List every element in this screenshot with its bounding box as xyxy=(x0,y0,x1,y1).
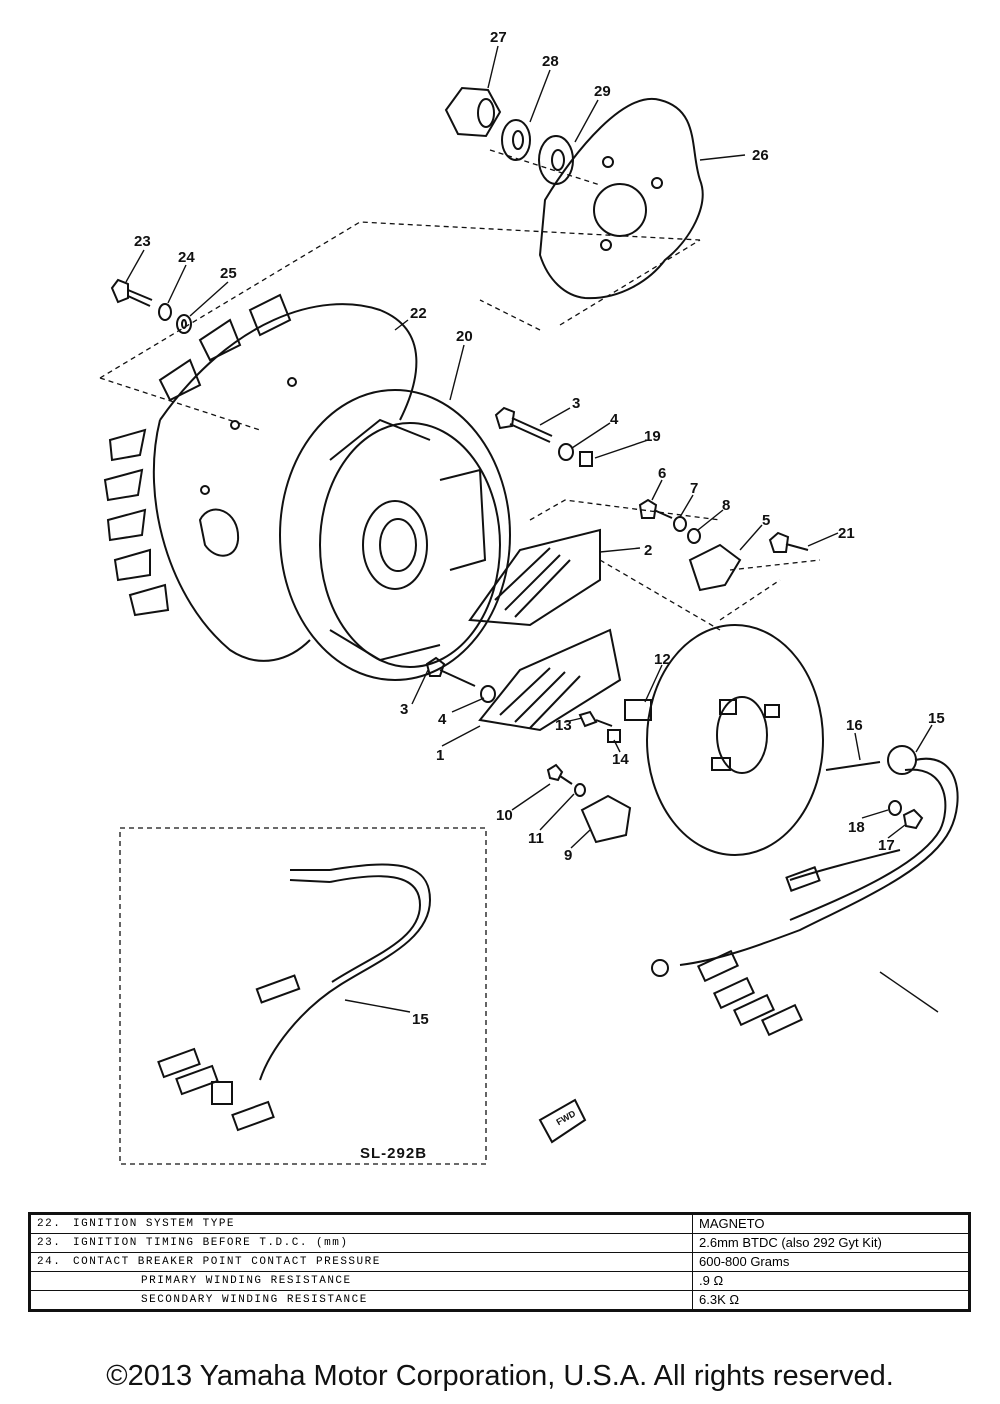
callout-10: 10 xyxy=(496,807,513,824)
copyright-notice: ©2013 Yamaha Motor Corporation, U.S.A. A… xyxy=(106,1360,894,1392)
spec-value: MAGNETO xyxy=(692,1213,970,1234)
inset-label: SL-292B xyxy=(360,1145,427,1162)
washer-29 xyxy=(538,135,574,185)
rotor-20 xyxy=(279,389,511,681)
clamp-14 xyxy=(607,729,621,743)
fan-flywheel-22 xyxy=(103,293,418,662)
callout-2: 2 xyxy=(644,542,652,559)
screw-3-lower xyxy=(425,656,476,687)
callout-5: 5 xyxy=(762,512,770,529)
spec-row: PRIMARY WINDING RESISTANCE .9 Ω xyxy=(29,1271,970,1291)
contact-breaker-5 xyxy=(688,543,742,592)
assembly-guide-lines xyxy=(99,149,821,631)
spec-label: IGNITION SYSTEM TYPE xyxy=(73,1218,236,1230)
bolt-23 xyxy=(110,278,153,307)
washer-7 xyxy=(673,516,687,532)
washer-8 xyxy=(687,528,701,544)
spec-row: SECONDARY WINDING RESISTANCE 6.3K Ω xyxy=(29,1290,970,1311)
washer-24 xyxy=(158,303,172,321)
callout-15-inset: 15 xyxy=(412,1011,429,1028)
callout-16: 16 xyxy=(846,717,863,734)
screw-13 xyxy=(578,710,613,728)
callout-25: 25 xyxy=(220,265,237,282)
callout-20: 20 xyxy=(456,328,473,345)
callout-28: 28 xyxy=(542,53,559,70)
callout-8: 8 xyxy=(722,497,730,514)
terminal-12 xyxy=(624,699,652,721)
stator-plate xyxy=(646,624,824,856)
callout-11: 11 xyxy=(528,830,544,847)
washer-25 xyxy=(176,314,192,334)
spec-label: SECONDARY WINDING RESISTANCE xyxy=(141,1294,368,1306)
spec-number: 22. xyxy=(37,1218,62,1230)
leader-lines xyxy=(125,45,939,1013)
forward-label: FWD xyxy=(555,1108,578,1127)
callout-15-main: 15 xyxy=(928,710,945,727)
callout-23: 23 xyxy=(134,233,151,250)
callout-6: 6 xyxy=(658,465,666,482)
callout-18: 18 xyxy=(848,819,865,836)
callout-7: 7 xyxy=(690,480,698,497)
callout-4-upper: 4 xyxy=(610,411,619,428)
nut-19 xyxy=(579,451,593,467)
spec-label: PRIMARY WINDING RESISTANCE xyxy=(141,1275,352,1287)
callout-24: 24 xyxy=(178,249,195,266)
spec-value: 600-800 Grams xyxy=(692,1252,970,1272)
callout-9: 9 xyxy=(564,847,572,864)
spec-number: 24. xyxy=(37,1256,62,1268)
callout-22: 22 xyxy=(410,305,427,322)
washer-28 xyxy=(501,119,531,161)
spec-label: CONTACT BREAKER POINT CONTACT PRESSURE xyxy=(73,1256,381,1268)
forward-arrow-icon xyxy=(538,1098,587,1144)
callout-21: 21 xyxy=(838,525,855,542)
callout-3-upper: 3 xyxy=(572,395,580,412)
spec-number: 23. xyxy=(37,1237,62,1249)
coil-2 xyxy=(468,528,601,627)
callout-14: 14 xyxy=(612,751,629,768)
callout-3-lower: 3 xyxy=(400,701,408,718)
coil-1 xyxy=(478,628,622,732)
ignition-spec-table: 22. IGNITION SYSTEM TYPE MAGNETO 23. IGNIT… xyxy=(28,1212,971,1312)
screw-17 xyxy=(902,808,924,830)
washer-11 xyxy=(574,783,586,797)
condenser-9 xyxy=(580,794,632,844)
spec-value: .9 Ω xyxy=(692,1271,970,1291)
screw-3-upper xyxy=(494,406,553,443)
callout-17: 17 xyxy=(878,837,895,854)
spec-row: 24. CONTACT BREAKER POINT CONTACT PRESSUR… xyxy=(29,1252,970,1272)
callout-4-lower: 4 xyxy=(438,711,447,728)
inset-box xyxy=(119,827,487,1165)
callout-12: 12 xyxy=(654,651,671,668)
screw-10 xyxy=(546,763,573,785)
callout-1: 1 xyxy=(436,747,444,764)
gasket-plate-26 xyxy=(538,97,704,300)
washer-4-upper xyxy=(558,443,574,461)
exploded-parts-diagram: 27 28 29 26 23 24 25 22 20 3 4 19 6 7 8 … xyxy=(99,29,959,1165)
nut-27 xyxy=(444,86,502,138)
wire-harness-15 xyxy=(651,745,959,1037)
spec-label: IGNITION TIMING BEFORE T.D.C. (mm) xyxy=(73,1237,349,1249)
nut-18 xyxy=(888,800,902,816)
spec-value: 6.3K Ω xyxy=(692,1290,970,1311)
callout-29: 29 xyxy=(594,83,611,100)
callout-19: 19 xyxy=(644,428,661,445)
callout-13: 13 xyxy=(555,717,572,734)
callout-26: 26 xyxy=(752,147,769,164)
washer-4-lower xyxy=(480,685,496,703)
callout-27: 27 xyxy=(490,29,507,46)
screw-21 xyxy=(768,531,809,553)
screw-6 xyxy=(638,498,673,519)
spec-value: 2.6mm BTDC (also 292 Gyt Kit) xyxy=(692,1233,970,1253)
spec-row: 22. IGNITION SYSTEM TYPE MAGNETO xyxy=(29,1213,970,1234)
spec-row: 23. IGNITION TIMING BEFORE T.D.C. (mm) 2.… xyxy=(29,1233,970,1253)
